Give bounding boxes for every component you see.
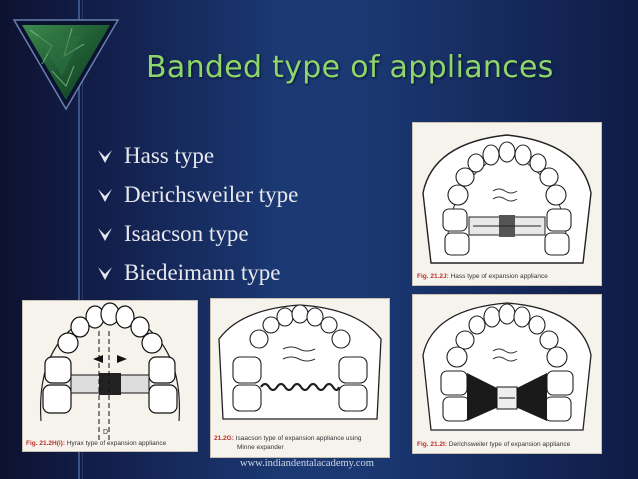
- checkmark-icon: [98, 227, 112, 241]
- figure-label: Fig. 21.2J:: [417, 273, 449, 280]
- divider-line: [82, 0, 83, 479]
- bullet-text: Hass type: [124, 142, 215, 168]
- bullet-item: Derichsweiler type: [96, 175, 298, 214]
- figure-caption: Fig. 21.2H(i): Hyrax type of expansion a…: [26, 440, 166, 447]
- bullet-item: Biedeimann type: [96, 253, 298, 292]
- figure-label: Fig. 21.2H(i):: [26, 440, 66, 447]
- figure-caption-text: Isaacson type of expansion appliance usi…: [235, 435, 362, 442]
- figure-derichsweiler-appliance: Fig. 21.2I: Derichsweiler type of expans…: [412, 294, 602, 454]
- bullet-list: Hass type Derichsweiler type Isaacson ty…: [96, 136, 298, 292]
- footer-url: www.indiandentalacademy.com: [240, 458, 374, 469]
- figure-label: 21.2G:: [214, 435, 234, 442]
- bullet-text: Biedeimann type: [124, 259, 281, 285]
- checkmark-icon: [98, 149, 112, 163]
- figure-caption: Fig. 21.2J: Hass type of expansion appli…: [417, 273, 548, 280]
- logo-triangle-icon: [12, 19, 120, 111]
- figure-isaacson-appliance: 21.2G: Isaacson type of expansion applia…: [210, 298, 390, 458]
- figure-caption: Fig. 21.2I: Derichsweiler type of expans…: [417, 441, 570, 448]
- figure-caption: 21.2G: Isaacson type of expansion applia…: [214, 435, 361, 442]
- figure-caption-text: Derichsweiler type of expansion applianc…: [448, 441, 571, 448]
- figure-hyrax-appliance: D Fig. 21.2H(i): Hyrax type of expansion…: [22, 300, 198, 452]
- bullet-text: Derichsweiler type: [124, 181, 299, 207]
- slide-title: Banded type of appliances: [146, 50, 554, 85]
- figure-caption-text: Hyrax type of expansion appliance: [66, 440, 167, 447]
- figure-label: Fig. 21.2I:: [417, 441, 447, 448]
- divider-line: [78, 0, 80, 479]
- figure-hass-appliance: Fig. 21.2J: Hass type of expansion appli…: [412, 122, 602, 286]
- dental-arch-illustration: [422, 302, 592, 431]
- figure-caption-line2: Minne expander: [237, 444, 284, 451]
- bullet-item: Isaacson type: [96, 214, 298, 253]
- dental-arch-illustration: [218, 304, 382, 420]
- dental-arch-illustration: [39, 302, 181, 441]
- dental-arch-illustration: [422, 134, 592, 264]
- checkmark-icon: [98, 188, 112, 202]
- bullet-text: Isaacson type: [124, 220, 249, 246]
- bullet-item: Hass type: [96, 136, 298, 175]
- checkmark-icon: [98, 266, 112, 280]
- figure-marker: D: [103, 429, 109, 436]
- figure-caption-text: Hass type of expansion appliance: [450, 273, 548, 280]
